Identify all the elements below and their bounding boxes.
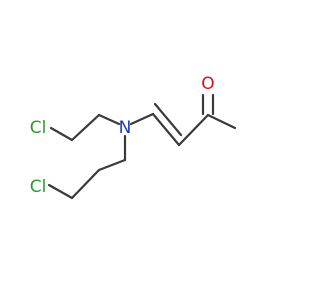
chemical-structure-diagram: Cl N O Cl: [30, 74, 237, 200]
bond-n-to-c4: [129, 112, 155, 126]
oxygen-atom: O: [201, 74, 214, 94]
bond-c4-to-c5: [151, 112, 181, 147]
bond-c6-to-c7: [206, 113, 237, 130]
nitrogen-atom: N: [119, 118, 132, 138]
bond-c4-to-c5-double: [153, 102, 183, 137]
bond-cl-top-to-c1: [49, 126, 74, 142]
bond-c8-to-c9: [97, 158, 127, 172]
bond-c2-top-to-n: [97, 113, 121, 126]
bond-c9-to-c10: [70, 168, 101, 200]
bond-c5-to-c6: [177, 113, 210, 147]
chlorine-atom-bottom: Cl: [30, 177, 47, 197]
structure-canvas: Cl N O Cl: [29, 74, 237, 200]
bond-c10-to-cl-bottom: [47, 183, 74, 200]
bond-c1-to-c2-top: [70, 113, 101, 142]
chlorine-atom-top: Cl: [30, 118, 47, 138]
bonds: [47, 93, 237, 200]
